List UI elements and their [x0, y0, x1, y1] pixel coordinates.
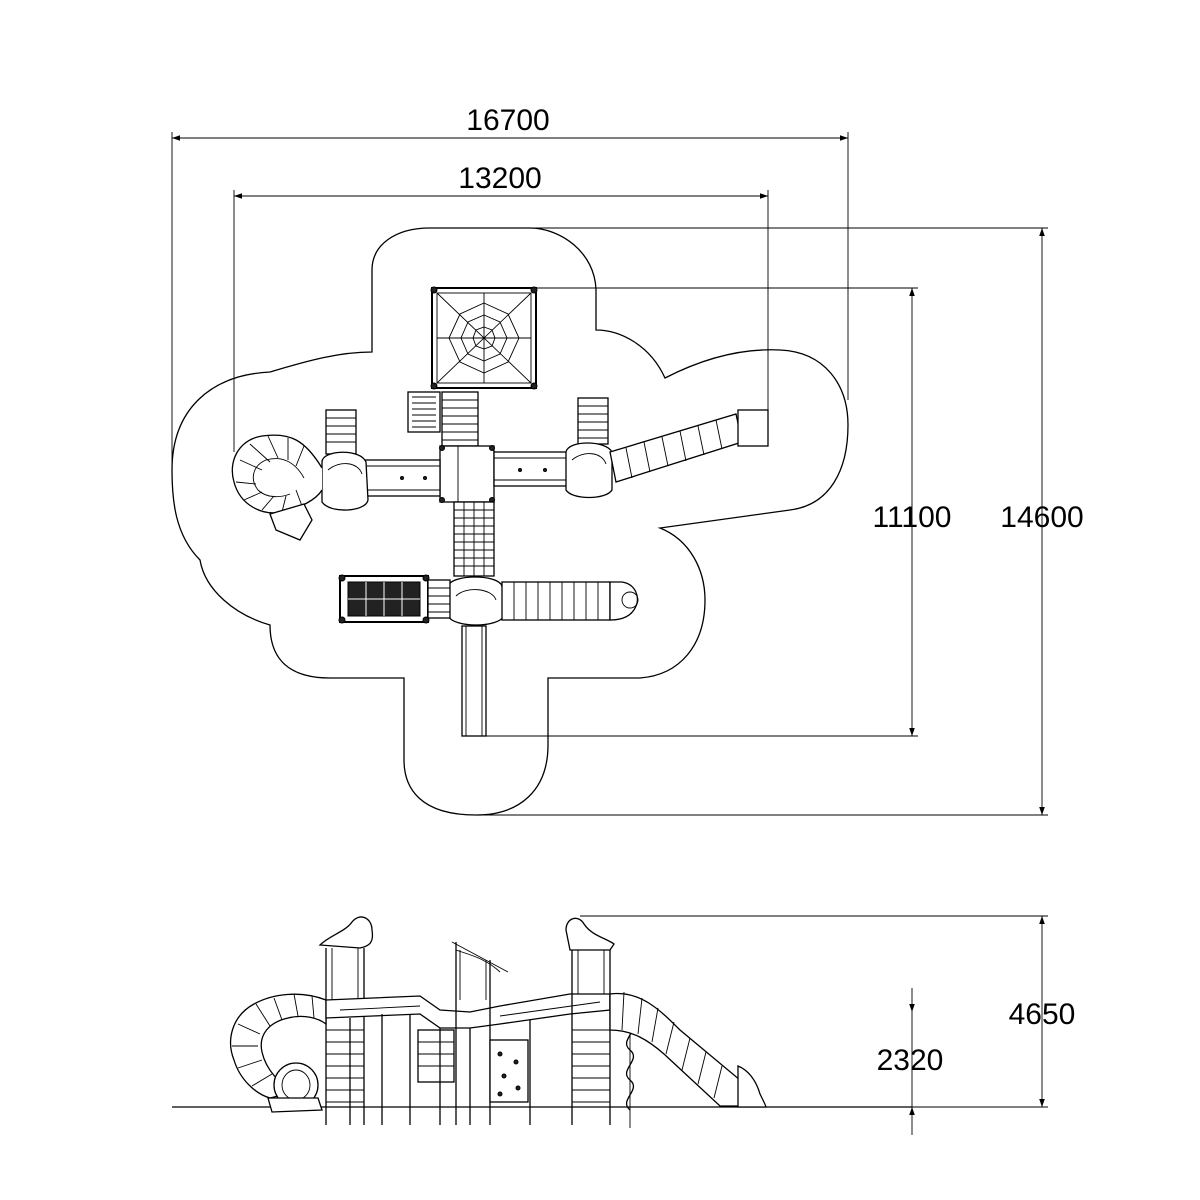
total-height-label: 4650 [1009, 998, 1076, 1031]
right-bridge [493, 451, 569, 487]
tube-slide-elevation [609, 991, 767, 1108]
left-bridge [363, 459, 441, 497]
spiral-tube-slide [231, 434, 323, 541]
left-roof-tower [318, 916, 374, 1125]
plan-view [171, 132, 1048, 816]
bridge-lower-right [501, 581, 639, 621]
climbing-frame-lower-left [338, 574, 451, 624]
plan-dimension-lines [172, 135, 1045, 815]
plan-extension-lines [171, 132, 1048, 816]
right-tower [565, 397, 613, 499]
elevation-extension-lines [580, 915, 1048, 1108]
right-ladder [572, 1029, 610, 1103]
overall-depth-label: 14600 [1000, 501, 1083, 534]
central-platform [439, 445, 495, 503]
right-roof-tower [565, 917, 615, 1125]
net-bridge-vertical [453, 501, 495, 577]
square-tower-web [430, 286, 538, 390]
straight-slide-down [461, 625, 487, 737]
overall-width-label: 16700 [466, 104, 549, 137]
safety-zone-outline [171, 227, 849, 816]
center-structures [349, 1014, 531, 1125]
left-ladder [326, 1029, 364, 1103]
elevation-view [172, 915, 1048, 1135]
elevation-dimension-lines [909, 916, 1045, 1135]
left-tower [321, 409, 369, 511]
lower-hub [447, 576, 505, 626]
platform-height-label: 2320 [877, 1044, 944, 1077]
spiral-slide-elevation [230, 993, 327, 1113]
inner-width-label: 13200 [458, 162, 541, 195]
tube-slide-right [609, 409, 769, 483]
stairs-top [407, 391, 479, 447]
deck-beams [325, 993, 611, 1029]
inner-depth-label: 11100 [873, 501, 952, 534]
